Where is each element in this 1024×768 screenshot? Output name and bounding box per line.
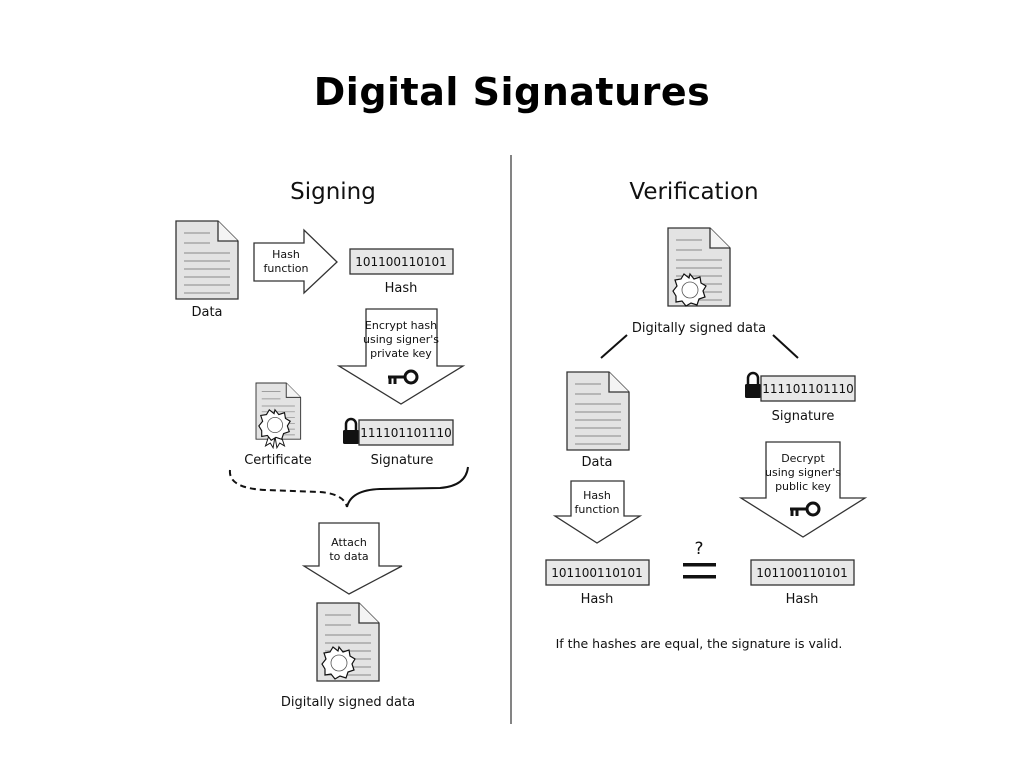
signing-encrypt-arrow (336, 308, 466, 405)
signing-heading: Signing (290, 179, 376, 205)
signing-lock-icon (341, 417, 361, 446)
signing-data-document-icon (175, 220, 239, 300)
signing-signature-label: Signature (371, 453, 434, 468)
signing-signature-value: 111101101110 (360, 426, 452, 440)
question-mark: ? (694, 539, 703, 559)
page-title: Digital Signatures (313, 70, 711, 114)
signing-hash-function-line1: Hash (272, 248, 300, 261)
decrypt-line3: public key (775, 480, 831, 493)
decrypt-line1: Decrypt (781, 452, 825, 465)
verification-heading: Verification (629, 179, 758, 205)
signing-encrypt-line1: Encrypt hash (365, 319, 437, 332)
verification-hash-function-line1: Hash (583, 489, 611, 502)
signing-data-label: Data (191, 305, 222, 320)
signing-hash-function-line2: function (264, 262, 309, 275)
signing-hash-value: 101100110101 (355, 255, 447, 269)
decrypt-arrow (738, 441, 868, 538)
certificate-seal-icon (258, 409, 291, 450)
verification-signature-box (760, 375, 856, 402)
certificate-bracket (228, 469, 348, 508)
signing-hash-label: Hash (385, 281, 418, 296)
verification-hash-function-arrow (552, 480, 643, 544)
signing-hash-box (349, 248, 454, 275)
verification-lock-icon (743, 371, 763, 400)
attach-line1: Attach (331, 536, 367, 549)
signing-encrypt-line3: private key (370, 347, 432, 360)
certificate-label: Certificate (244, 453, 312, 468)
equals-icon (683, 563, 716, 579)
verification-data-label: Data (581, 455, 612, 470)
split-line-left (600, 334, 628, 359)
verification-data-document-icon (566, 371, 630, 451)
decrypt-line2: using signer's (765, 466, 841, 479)
attach-line2: to data (329, 550, 368, 563)
split-line-right (772, 334, 799, 359)
verification-signed-label: Digitally signed data (632, 321, 766, 336)
verification-hash-value-left: 101100110101 (551, 566, 643, 580)
verification-signature-value: 111101101110 (762, 382, 854, 396)
verification-hash-box-left (545, 559, 650, 586)
attach-arrow (301, 522, 403, 595)
verification-hash-label-right: Hash (786, 592, 819, 607)
signing-hash-function-arrow (253, 228, 338, 295)
signing-encrypt-line2: using signer's (363, 333, 439, 346)
verification-hash-box-right (750, 559, 855, 586)
verification-hash-label-left: Hash (581, 592, 614, 607)
signature-bracket (346, 466, 469, 508)
verification-conclusion: If the hashes are equal, the signature i… (556, 636, 843, 651)
verification-signature-label: Signature (772, 409, 835, 424)
signing-signed-label: Digitally signed data (281, 695, 415, 710)
verification-hash-function-line2: function (575, 503, 620, 516)
verification-hash-value-right: 101100110101 (756, 566, 848, 580)
signing-signature-box (358, 419, 454, 446)
